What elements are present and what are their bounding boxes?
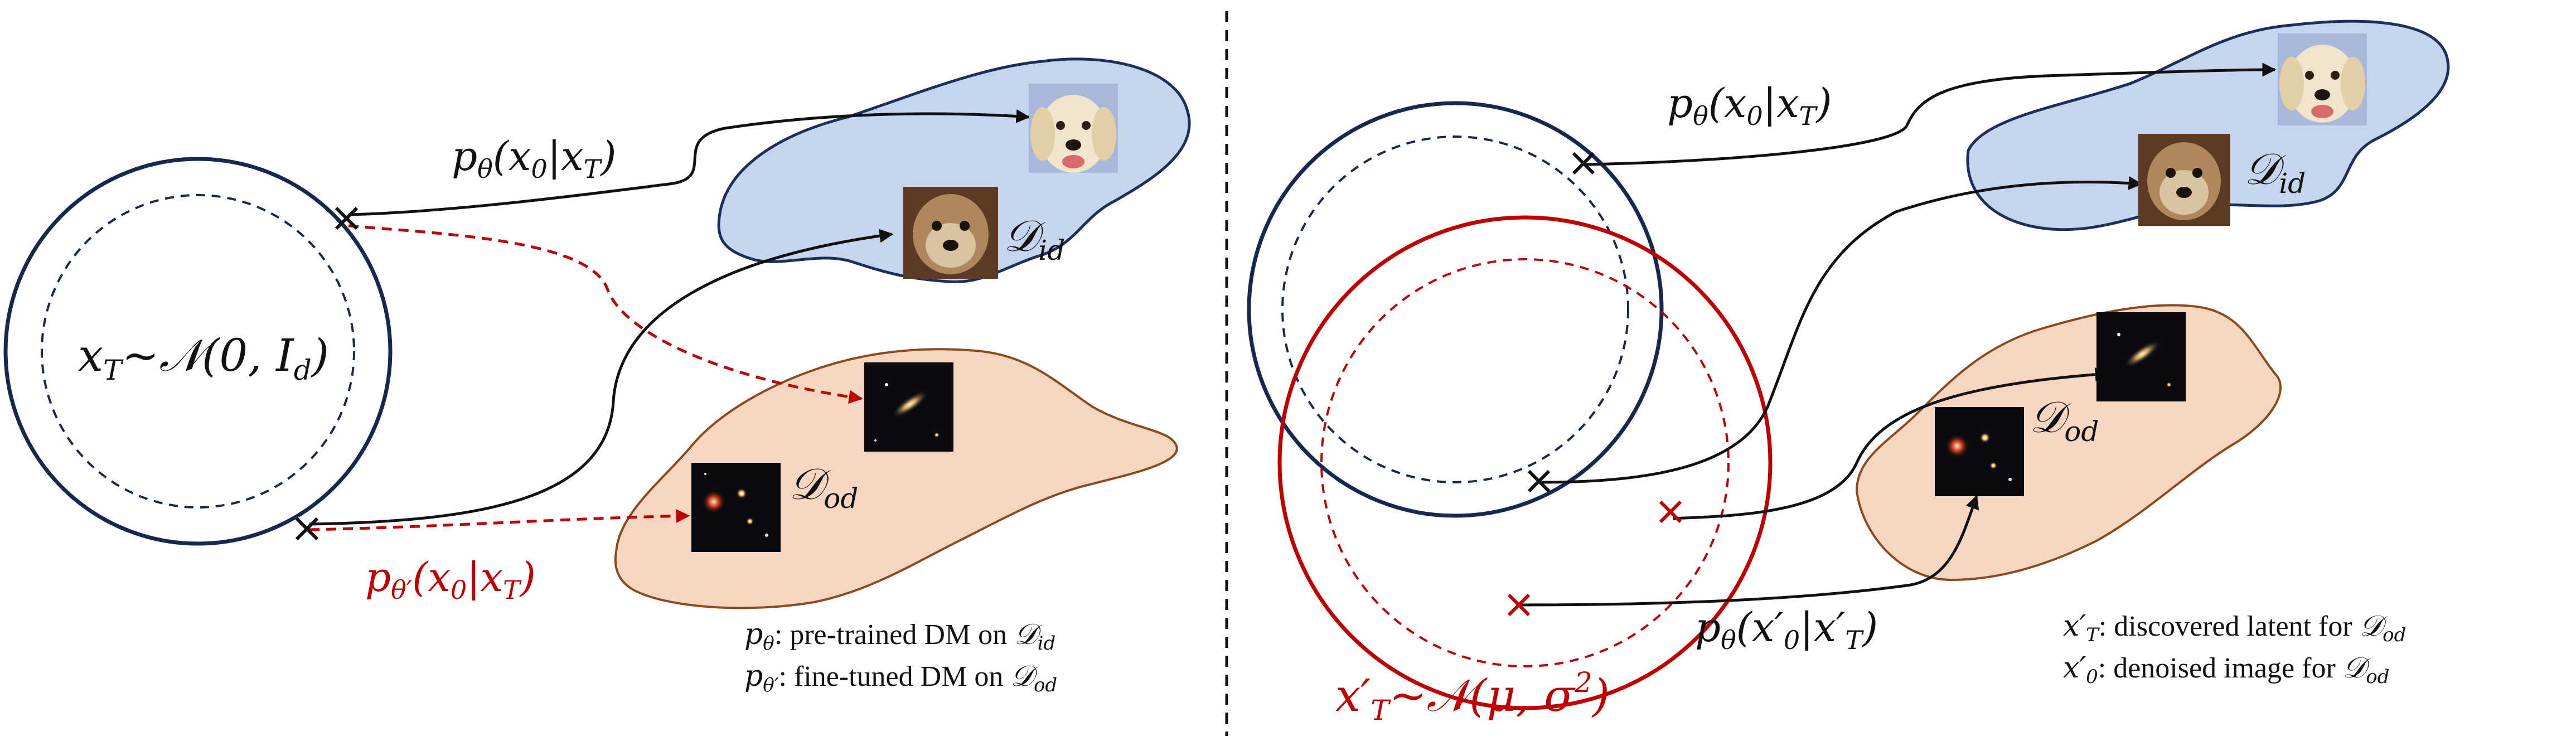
latent-circle-red-outer: [1277, 215, 1773, 710]
right-od-arrow-lower: [1519, 495, 1979, 607]
left-legend-line-1: pθ: pre-trained DM on 𝒟id: [744, 618, 1055, 655]
galaxy-photo-icon: [864, 362, 953, 452]
right-legend-line-2: x′0: denoised image for 𝒟od: [2063, 651, 2390, 688]
x-mark-icon: [295, 517, 319, 541]
latent-circle-red-inner: [1320, 258, 1730, 667]
latent-circle-inner: [41, 194, 355, 508]
latent-circle-navy-outer: [1247, 101, 1664, 518]
galaxy-pair-photo-icon: [1935, 407, 2024, 496]
x-mark-icon: [335, 206, 359, 230]
golden-retriever-photo-icon: [2278, 33, 2367, 125]
right-panel: x′T~𝒩(μ, σ2) pθ(x0|xT) pθ(x′0|x′T) 𝒟id 𝒟…: [1247, 20, 2450, 727]
terrier-photo-icon: [903, 187, 998, 279]
x-mark-icon: [1507, 593, 1531, 617]
x-mark-icon: [1659, 500, 1682, 524]
latent-circle-navy-inner: [1281, 135, 1629, 483]
right-id-path-label: pθ(x0|xT): [1667, 80, 1832, 131]
finetuned-arrow-upper: [348, 224, 863, 404]
golden-retriever-photo-icon: [1029, 84, 1118, 173]
latent-circle-outer: [3, 157, 393, 546]
x-mark-icon: [1572, 152, 1595, 175]
right-od-arrow-upper: [1672, 367, 2109, 520]
x-mark-icon: [1527, 469, 1551, 493]
pretrained-path-label: pθ(x0|xT): [452, 133, 616, 184]
left-latent-label: xT~𝒩(0, Id): [78, 330, 329, 386]
finetuned-path-label: pθ′(x0|xT): [365, 554, 536, 605]
right-id-arrow-lower: [1541, 176, 2143, 484]
left-legend-line-2: pθ′: fine-tuned DM on 𝒟od: [744, 660, 1057, 696]
galaxy-photo-icon: [2096, 312, 2186, 401]
right-legend-line-1: x′T: discovered latent for 𝒟od: [2063, 609, 2406, 646]
finetuned-arrow-lower: [309, 508, 690, 531]
left-panel: xT~𝒩(0, Id) pθ(x0|xT) pθ′(x0|xT) 𝒟id 𝒟od…: [3, 57, 1191, 696]
right-id-arrow-upper: [1586, 62, 2277, 166]
terrier-photo-icon: [2138, 134, 2230, 226]
galaxy-pair-photo-icon: [691, 463, 781, 552]
right-od-path-label: pθ(x′0|x′T): [1695, 604, 1878, 655]
right-od-domain-label: 𝒟od: [2030, 393, 2099, 448]
right-latent-label: x′T~𝒩(μ, σ2): [1335, 666, 1610, 727]
pretrained-arrow-upper: [348, 109, 1030, 216]
left-id-domain-label: 𝒟id: [1004, 211, 1065, 267]
pretrained-arrow-lower: [309, 229, 894, 526]
